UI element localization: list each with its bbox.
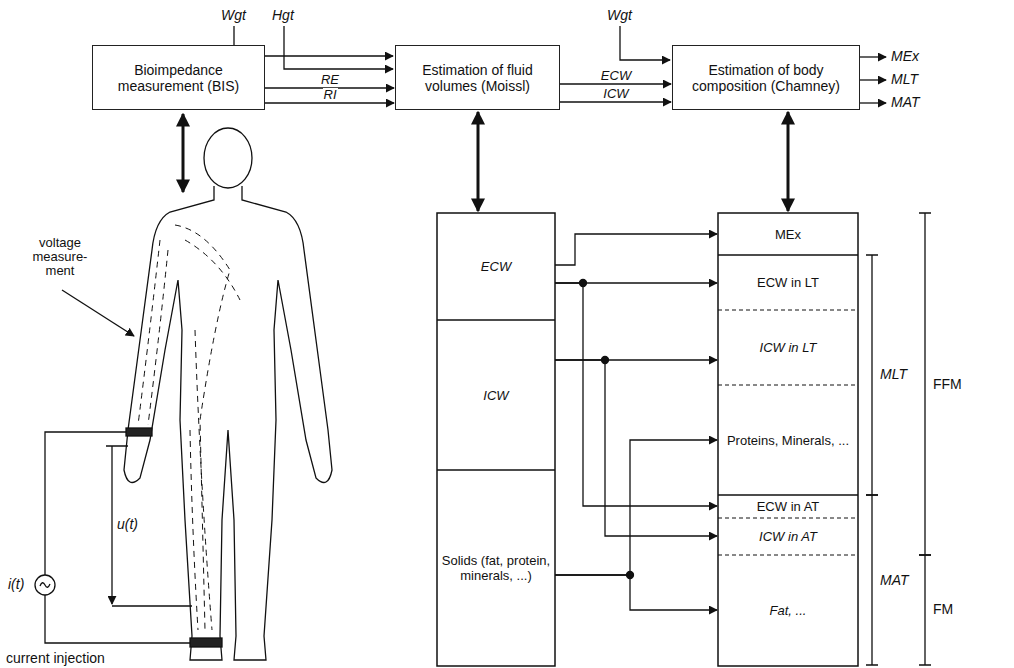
node-text: Solids (fat, protein, minerals, ...) [441, 553, 551, 583]
edge-label: RE [320, 73, 340, 87]
divider [437, 319, 555, 320]
connector [477, 112, 480, 211]
input-line [620, 26, 670, 60]
input-label: Wgt [607, 8, 632, 23]
stack-section: ECW [437, 213, 555, 320]
signal-name: i(t) [8, 577, 24, 592]
bracket-label: MAT [880, 573, 909, 588]
node-text: ECW [481, 259, 511, 274]
output-label: MAT [891, 95, 920, 110]
node-text: Fat, ... [770, 603, 807, 618]
connector [555, 440, 717, 575]
stack-section: ICW in LT [718, 310, 858, 385]
current-path [175, 225, 230, 630]
bracket-label: FFM [933, 377, 962, 392]
bracket [866, 255, 878, 495]
figure-head [204, 128, 252, 188]
stack-outline [437, 213, 555, 666]
process-box: Bioimpedance measurement (BIS) [92, 45, 265, 110]
divider [718, 254, 858, 256]
bracket-label: FM [933, 602, 953, 617]
stack-section: ICW in AT [718, 518, 858, 555]
output-line [860, 79, 886, 80]
signal-name: u(t) [117, 517, 138, 532]
input-line [284, 26, 393, 69]
stack-section: Proteins, Minerals, ... [718, 385, 858, 495]
voltage-arrow [111, 446, 112, 604]
output-label: MLT [891, 72, 918, 87]
leader-line [62, 290, 134, 336]
divider [437, 469, 555, 470]
node-text: ICW [483, 388, 508, 403]
node-text: Estimation of fluid volumes (Moissl) [402, 62, 553, 94]
bracket-label: MLT [880, 367, 907, 382]
voltage-tick [106, 446, 192, 606]
current-path [138, 240, 160, 425]
connector [787, 112, 790, 211]
bracket [919, 213, 931, 555]
node-text: ICW in AT [759, 529, 817, 544]
input-label: Hgt [272, 8, 294, 23]
callout-label: current injection [6, 651, 105, 666]
current-path [195, 330, 212, 630]
current-path [190, 430, 198, 630]
current-source [35, 575, 55, 595]
edge-label: ECW [600, 69, 632, 83]
wire [45, 595, 190, 643]
divider [718, 518, 858, 519]
electrode [190, 638, 222, 647]
stack-section: ECW in LT [718, 255, 858, 310]
bracket [866, 495, 878, 665]
stack-section: Fat, ... [718, 555, 858, 666]
node-text: ICW in LT [760, 340, 817, 355]
stack-section: ECW in AT [718, 495, 858, 518]
connector [265, 102, 394, 103]
connector [560, 101, 671, 102]
divider [718, 555, 858, 556]
output-line [860, 56, 886, 57]
connector [555, 360, 717, 536]
electrode [126, 428, 152, 436]
divider [718, 385, 858, 386]
callout-label: voltage measure- ment [24, 236, 96, 278]
node-text: ECW in LT [757, 275, 819, 290]
connector [555, 283, 717, 506]
connector [555, 575, 717, 610]
current-path [185, 240, 240, 300]
stack-section: MEx [718, 213, 858, 255]
stack-outline [718, 213, 858, 666]
edge-label: RI [323, 88, 338, 102]
output-line [860, 102, 886, 103]
node-text: Proteins, Minerals, ... [727, 433, 849, 448]
node-text: ECW in AT [757, 499, 820, 514]
divider [718, 310, 858, 311]
connector [560, 83, 671, 84]
double-arrow [182, 114, 185, 192]
divider [718, 494, 858, 496]
connector [555, 234, 717, 265]
process-box: Estimation of fluid volumes (Moissl) [395, 45, 560, 110]
wire [45, 432, 126, 575]
node-text: Bioimpedance measurement (BIS) [99, 62, 258, 94]
stack-section: Solids (fat, protein, minerals, ...) [437, 470, 555, 666]
output-label: MEx [891, 49, 919, 64]
figure-body [124, 186, 332, 660]
input-label: Wgt [221, 8, 246, 23]
node-text: MEx [775, 227, 801, 242]
current-source [40, 583, 50, 588]
node-text: Estimation of body composition (Chamney) [679, 62, 853, 94]
current-path [148, 250, 168, 425]
stack-section: ICW [437, 320, 555, 470]
bracket [919, 555, 931, 665]
edge-label: ICW [602, 87, 629, 101]
process-box: Estimation of body composition (Chamney) [672, 45, 860, 110]
